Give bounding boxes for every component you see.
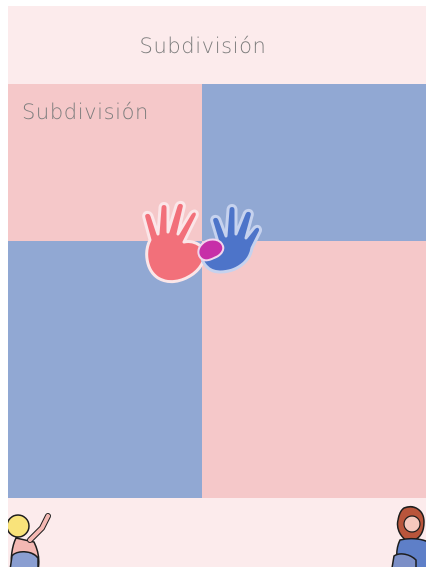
child-raising-hand-icon xyxy=(8,506,58,567)
footer-bar xyxy=(8,498,426,567)
page-title: Subdivisión xyxy=(8,34,398,58)
subdivision-grid: Subdivisión xyxy=(8,84,426,498)
grid-label: Subdivisión xyxy=(22,100,149,124)
game-screen: Subdivisión Subdivisión xyxy=(8,6,426,567)
red-hand-icon xyxy=(144,202,205,281)
header-bar: Subdivisión xyxy=(8,6,426,84)
child-sitting-icon xyxy=(390,502,426,567)
hands-icon xyxy=(140,200,262,284)
